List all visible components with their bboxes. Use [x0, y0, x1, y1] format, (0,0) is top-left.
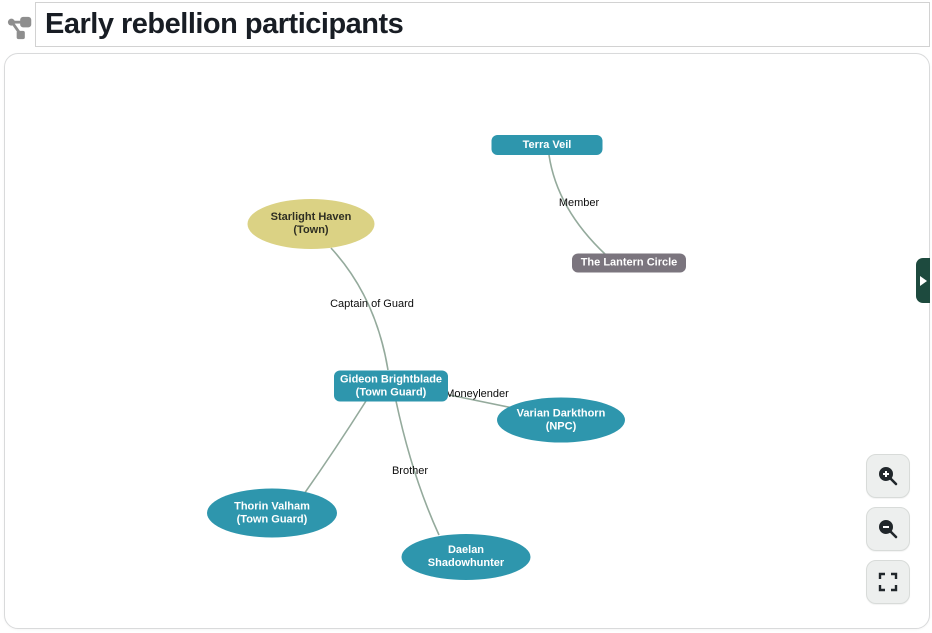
graph-icon [5, 14, 33, 42]
chevron-right-icon [919, 275, 927, 286]
node-varian-darkthorn[interactable]: Varian Darkthorn (NPC) [497, 397, 625, 443]
edge-starlight-gideon [330, 247, 389, 371]
graph-canvas[interactable]: Member Captain of Guard Moneylender Brot… [4, 53, 930, 629]
node-daelan-shadowhunter[interactable]: Daelan Shadowhunter [401, 534, 531, 580]
edge-gideon-varian [434, 391, 514, 409]
node-terra-veil[interactable]: Terra Veil [491, 135, 603, 155]
node-thorin-valham[interactable]: Thorin Valham (Town Guard) [207, 488, 337, 538]
zoom-in-button[interactable] [866, 454, 910, 498]
node-gideon-brightblade[interactable]: Gideon Brightblade (Town Guard) [334, 370, 448, 402]
expand-panel-tab[interactable] [916, 258, 930, 303]
node-starlight-haven[interactable]: Starlight Haven (Town) [247, 199, 375, 249]
page-title: Early rebellion participants [45, 8, 404, 40]
edge-terra-lantern [548, 154, 607, 256]
zoom-out-button[interactable] [866, 507, 910, 551]
graph-title-input[interactable]: Early rebellion participants [35, 2, 930, 47]
edges-layer [303, 154, 607, 536]
fullscreen-button[interactable] [866, 560, 910, 604]
fullscreen-icon [878, 572, 898, 592]
edge-gideon-daelan [395, 400, 440, 536]
header: Early rebellion participants [0, 0, 932, 50]
edge-gideon-thorin [303, 400, 367, 495]
zoom-out-icon [879, 520, 898, 539]
node-the-lantern-circle[interactable]: The Lantern Circle [572, 253, 686, 273]
zoom-in-icon [879, 467, 898, 486]
